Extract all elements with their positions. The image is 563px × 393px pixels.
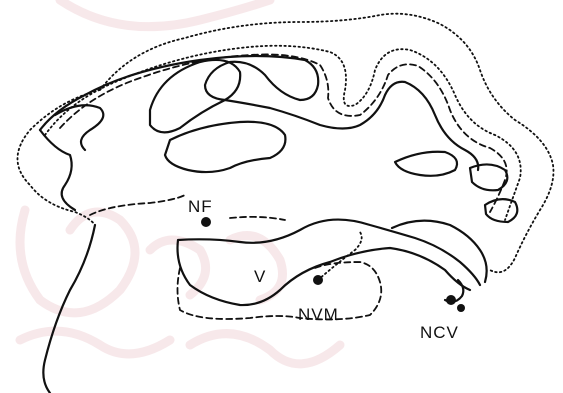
nvm-region-dotted <box>318 232 362 280</box>
label-nvm: NVM <box>298 305 339 324</box>
white-matter-boundary <box>40 56 478 170</box>
ventricle-outline <box>178 220 481 306</box>
label-nf: NF <box>188 197 213 216</box>
nvm-nucleus-dot <box>313 275 323 285</box>
frontal-sulcus <box>40 130 75 210</box>
ncv-nucleus-dot-2 <box>457 304 465 312</box>
nf-nucleus-dot <box>201 217 211 227</box>
gyrus-loop-middle <box>165 122 285 172</box>
ncv-nucleus-dot-1 <box>446 295 456 305</box>
label-ncv: NCV <box>420 323 459 342</box>
label-v: V <box>254 267 266 286</box>
gyrus-loop-right <box>395 152 457 176</box>
left-lobe-inner <box>55 105 103 150</box>
gyrus-loop-far-right-1 <box>470 164 507 190</box>
